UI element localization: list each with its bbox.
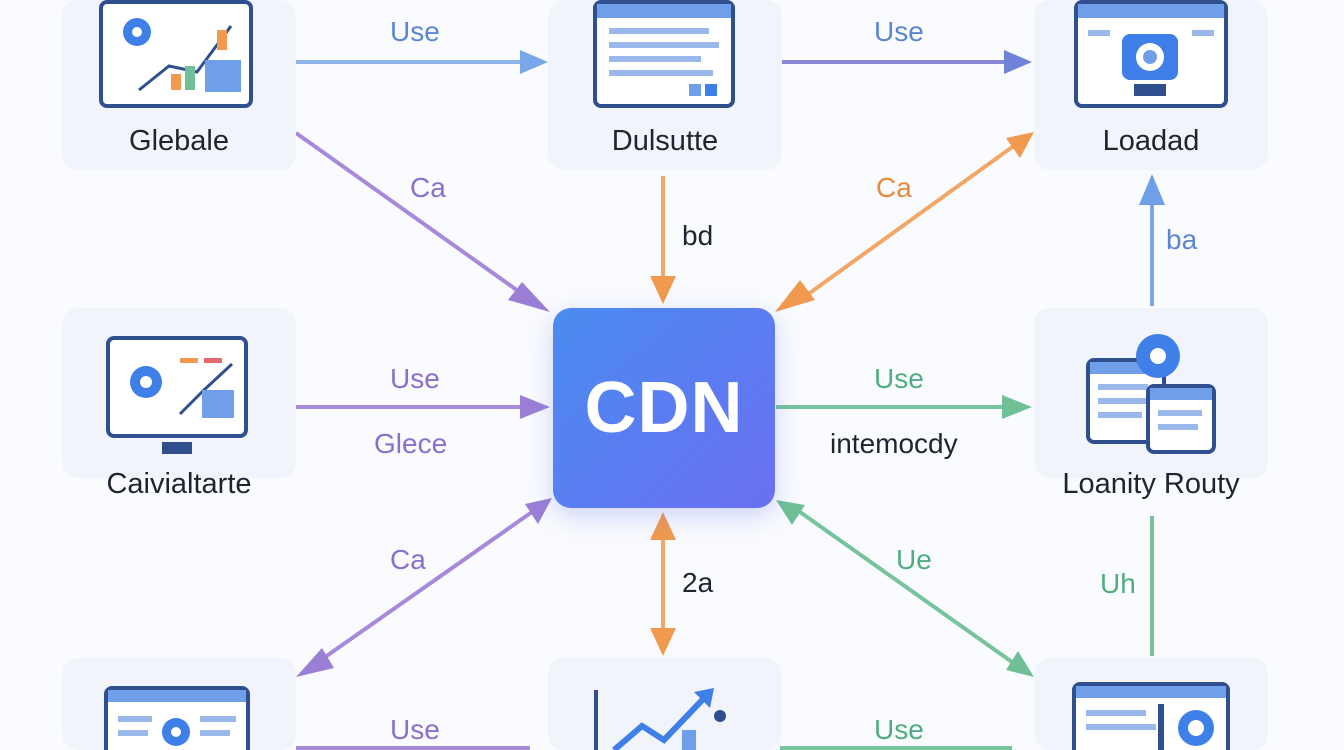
edge-label-cdn-tr: Ca bbox=[876, 172, 912, 203]
edge-tc-tr bbox=[780, 50, 1032, 74]
node-bottom-left[interactable] bbox=[62, 658, 296, 750]
edge-cdn-bl bbox=[296, 498, 552, 677]
edge-mr-tr bbox=[1139, 174, 1165, 306]
edge-tl-tc bbox=[296, 50, 548, 74]
edge-cdn-bc bbox=[650, 512, 676, 656]
node-bottom-center[interactable] bbox=[548, 658, 782, 750]
node-top-center[interactable]: Dulsutte bbox=[548, 0, 782, 170]
cdn-hub[interactable]: CDN bbox=[553, 308, 775, 508]
edge-label-bl-bc: Use bbox=[390, 714, 440, 745]
edge-ml-cdn bbox=[296, 395, 550, 419]
analytics-window-icon bbox=[1072, 682, 1230, 750]
edge-label-tl-cdn: Ca bbox=[410, 172, 446, 203]
edge-label-cdn-br: Ue bbox=[896, 544, 932, 575]
edge-label-ml-cdn-bottom: Glece bbox=[374, 428, 448, 459]
node-top-left[interactable]: Glebale bbox=[62, 0, 296, 170]
edge-label-ml-cdn-top: Use bbox=[390, 363, 440, 394]
stacked-windows-icon bbox=[1086, 334, 1216, 454]
edge-label-cdn-mr-bottom: intemoсdy bbox=[830, 428, 958, 459]
edge-label-bc-br: Use bbox=[874, 714, 924, 745]
cdn-label: CDN bbox=[584, 368, 744, 448]
node-top-right[interactable]: Loadad bbox=[1034, 0, 1268, 170]
growth-chart-icon bbox=[594, 688, 726, 750]
edge-label-mr-tr: ba bbox=[1166, 224, 1198, 255]
node-label: Loadad bbox=[1102, 125, 1200, 157]
gear-chart-monitor-icon bbox=[106, 336, 248, 454]
edge-cdn-br bbox=[776, 500, 1034, 677]
edge-label-tc-cdn: bd bbox=[682, 220, 714, 251]
camera-monitor-icon bbox=[1074, 0, 1228, 108]
node-label: Loanity Routy bbox=[1062, 468, 1240, 500]
dashboard-window-icon bbox=[104, 686, 250, 750]
edge-label-tc-tr: Use bbox=[874, 16, 924, 47]
node-middle-left[interactable]: Caivialtarte bbox=[62, 308, 296, 500]
node-bottom-right[interactable] bbox=[1034, 658, 1268, 750]
edge-label-cdn-mr-top: Use bbox=[874, 363, 924, 394]
edge-label-cdn-bl: Ca bbox=[390, 544, 426, 575]
edge-cdn-tr bbox=[775, 132, 1034, 312]
node-label: Glebale bbox=[129, 125, 229, 157]
edge-label-br-mr: Uh bbox=[1100, 568, 1136, 599]
edge-tc-cdn bbox=[650, 176, 676, 304]
edge-cdn-mr bbox=[776, 395, 1032, 419]
edge-label-cdn-bc: 2a bbox=[682, 567, 714, 598]
node-label: Dulsutte bbox=[611, 125, 719, 157]
document-window-icon bbox=[593, 0, 735, 108]
node-middle-right[interactable]: Loanity Routy bbox=[1034, 308, 1268, 500]
settings-dashboard-icon bbox=[99, 0, 253, 108]
edge-tl-cdn bbox=[294, 131, 550, 312]
edge-label-tl-tc: Use bbox=[390, 16, 440, 47]
node-label: Caivialtarte bbox=[106, 468, 252, 500]
